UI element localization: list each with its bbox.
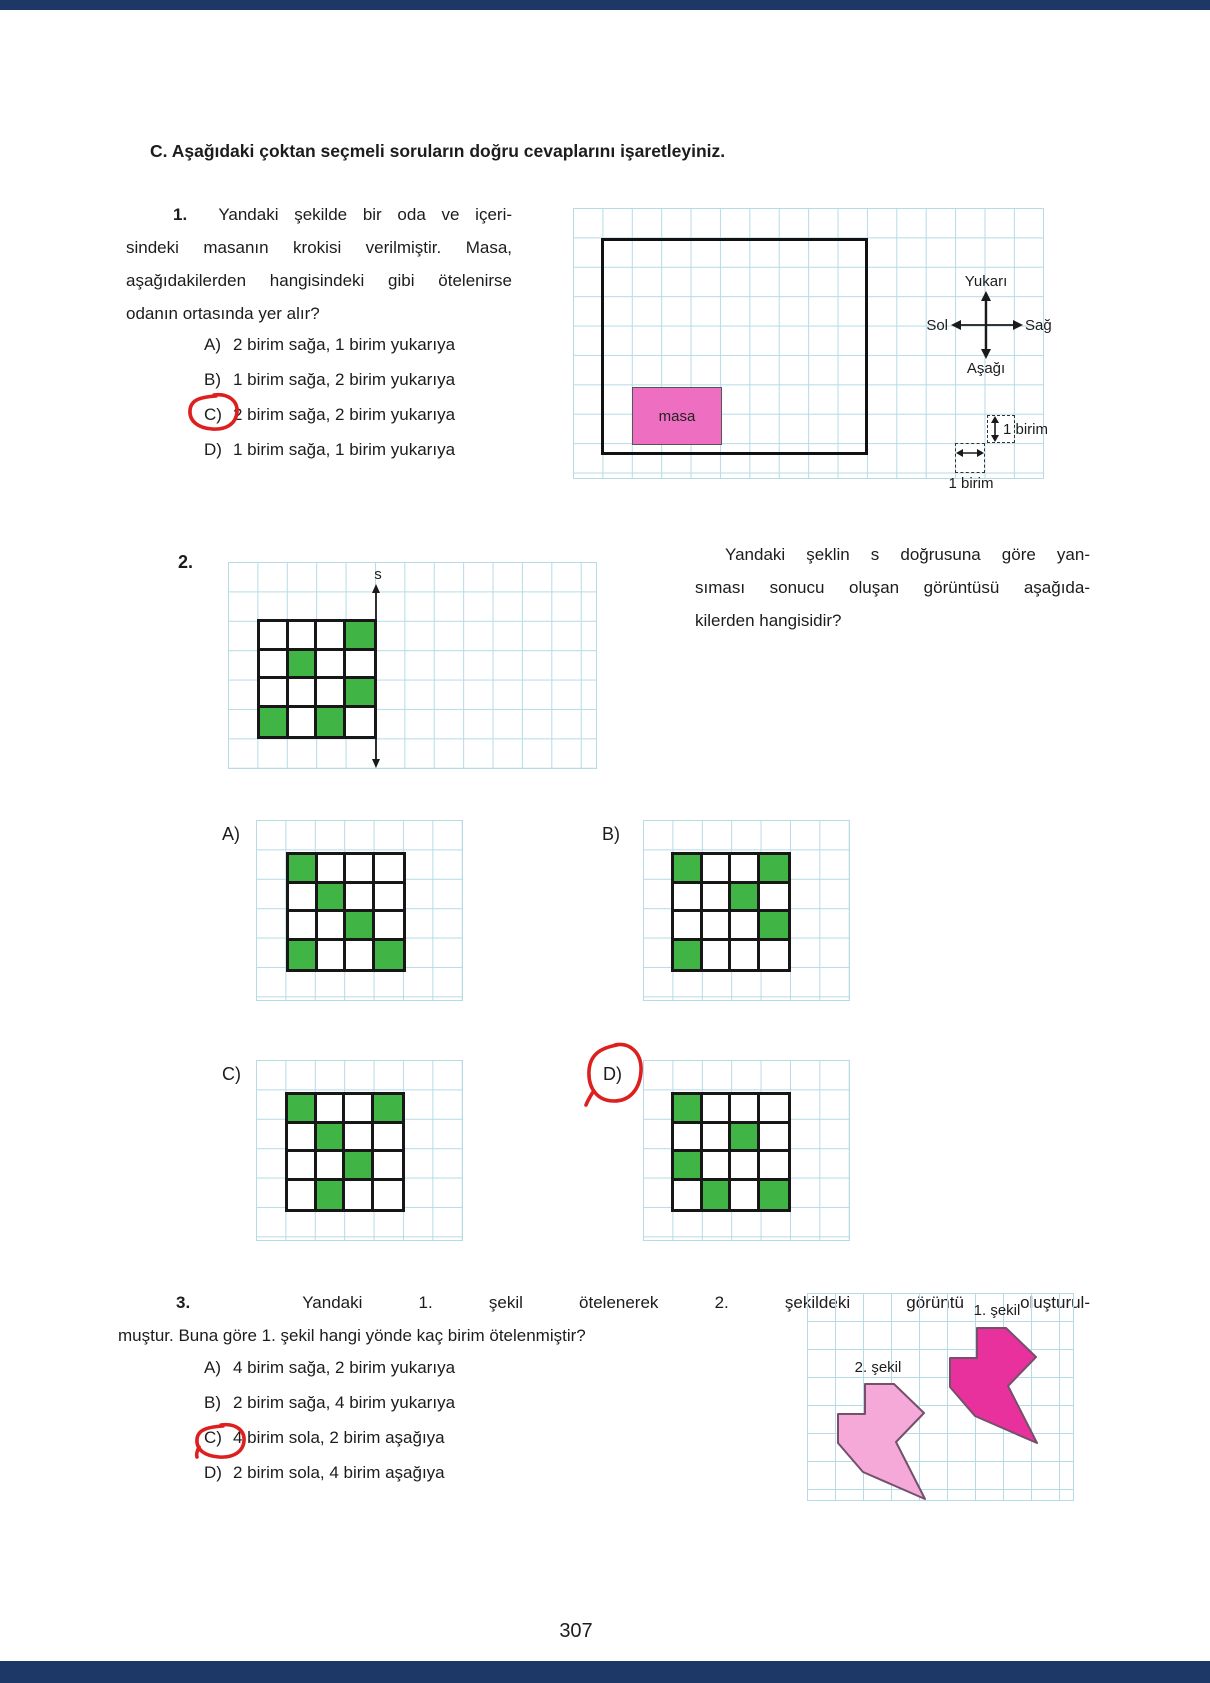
q2-option-d-grid bbox=[671, 1092, 791, 1212]
q2-option-d-figure bbox=[643, 1060, 850, 1241]
section-header: C. Aşağıdaki çoktan seçmeli soruların do… bbox=[150, 141, 726, 161]
table-label: masa bbox=[658, 407, 696, 425]
room-outline bbox=[601, 238, 868, 455]
compass-down-label: Aşağı bbox=[966, 360, 1006, 377]
bottom-bar bbox=[0, 1661, 1210, 1683]
q1-line-4: odanın ortasında yer alır? bbox=[126, 304, 320, 323]
compass-right-label: Sağ bbox=[1025, 317, 1052, 334]
q3-option-d: D)2 birim sola, 4 birim aşağıya bbox=[204, 1463, 445, 1482]
q1-option-d: D)1 birim sağa, 1 birim yukarıya bbox=[204, 440, 456, 459]
q2-option-d-label: D) bbox=[603, 1064, 622, 1084]
table-rect: masa bbox=[632, 387, 722, 445]
reflection-axis-line bbox=[372, 584, 380, 768]
q2-option-c-figure bbox=[256, 1060, 463, 1241]
q1-line-3: aşağıdakilerden hangisindeki gibi ötelen… bbox=[126, 271, 512, 290]
compass-left-label: Sol bbox=[926, 317, 948, 334]
q2-line-2: sıması sonucu oluşan görüntüsü aşağıda- bbox=[695, 578, 1090, 597]
q2-figure: s bbox=[228, 562, 597, 769]
q3-number: 3. bbox=[176, 1293, 191, 1312]
q2-option-b-label: B) bbox=[602, 824, 620, 844]
q2-line-1: Yandaki şeklin s doğrusuna göre yan- bbox=[725, 545, 1090, 564]
q3-option-a: A)4 birim sağa, 2 birim yukarıya bbox=[204, 1358, 456, 1377]
q2-option-a-figure bbox=[256, 820, 463, 1001]
unit-vertical-label: 1 birim bbox=[1003, 421, 1049, 438]
top-bar bbox=[0, 0, 1210, 10]
q3-option-b: B)2 birim sağa, 4 birim yukarıya bbox=[204, 1393, 456, 1412]
q2-source-grid bbox=[257, 619, 377, 739]
q1-line-1: 1. Yandaki şekilde bir oda ve içeri- bbox=[173, 205, 513, 224]
unit-vertical-arrow-icon bbox=[991, 416, 999, 442]
unit-horizontal-label: 1 birim bbox=[948, 475, 994, 492]
compass-up-label: Yukarı bbox=[964, 273, 1008, 290]
compass-icon bbox=[951, 291, 1023, 359]
q1-option-a: A)2 birim sağa, 1 birim yukarıya bbox=[204, 335, 456, 354]
shape2-label: 2. şekil bbox=[854, 1359, 902, 1376]
page-number: 307 bbox=[559, 1620, 593, 1642]
q1-line-2: sindeki masanın krokisi verilmiştir. Mas… bbox=[126, 238, 512, 257]
unit-horizontal-arrow-icon bbox=[956, 449, 984, 457]
unit-vertical-box bbox=[987, 415, 1015, 443]
shape1-polygon bbox=[949, 1327, 1038, 1444]
q2-line-3: kilerden hangisidir? bbox=[695, 611, 842, 630]
q2-number: 2. bbox=[178, 552, 194, 572]
q1-figure: masa Yukarı Sol Sağ Aşağı 1 birim 1 biri… bbox=[573, 208, 1052, 492]
q3-figure: 1. şekil 2. şekil bbox=[807, 1293, 1074, 1501]
unit-horizontal-box bbox=[955, 443, 985, 473]
q3-options: A)4 birim sağa, 2 birim yukarıya B)2 bir… bbox=[204, 1356, 455, 1496]
shape1-label: 1. şekil bbox=[973, 1302, 1021, 1319]
q1-option-b: B)1 birim sağa, 2 birim yukarıya bbox=[204, 370, 456, 389]
q2-option-a-label: A) bbox=[222, 824, 240, 844]
q2-option-a-grid bbox=[286, 852, 406, 972]
q2-option-b-grid bbox=[671, 852, 791, 972]
q2-option-c-grid bbox=[285, 1092, 405, 1212]
q1-options: A)2 birim sağa, 1 birim yukarıya B)1 bir… bbox=[204, 333, 455, 473]
q2-text: Yandaki şeklin s doğrusuna göre yan- sım… bbox=[695, 538, 1090, 637]
q2-option-c-label: C) bbox=[222, 1064, 241, 1084]
q1-number: 1. bbox=[173, 205, 188, 224]
q2-option-b-figure bbox=[643, 820, 850, 1001]
q2-axis-label: s bbox=[374, 566, 382, 583]
q3-line-2: muştur. Buna göre 1. şekil hangi yönde k… bbox=[118, 1326, 586, 1345]
shape2-polygon bbox=[837, 1383, 926, 1500]
q1-text: 1. Yandaki şekilde bir oda ve içeri- sin… bbox=[126, 198, 512, 330]
q1-option-c: C)2 birim sağa, 2 birim yukarıya bbox=[204, 405, 456, 424]
q3-option-c: C)4 birim sola, 2 birim aşağıya bbox=[204, 1428, 445, 1447]
